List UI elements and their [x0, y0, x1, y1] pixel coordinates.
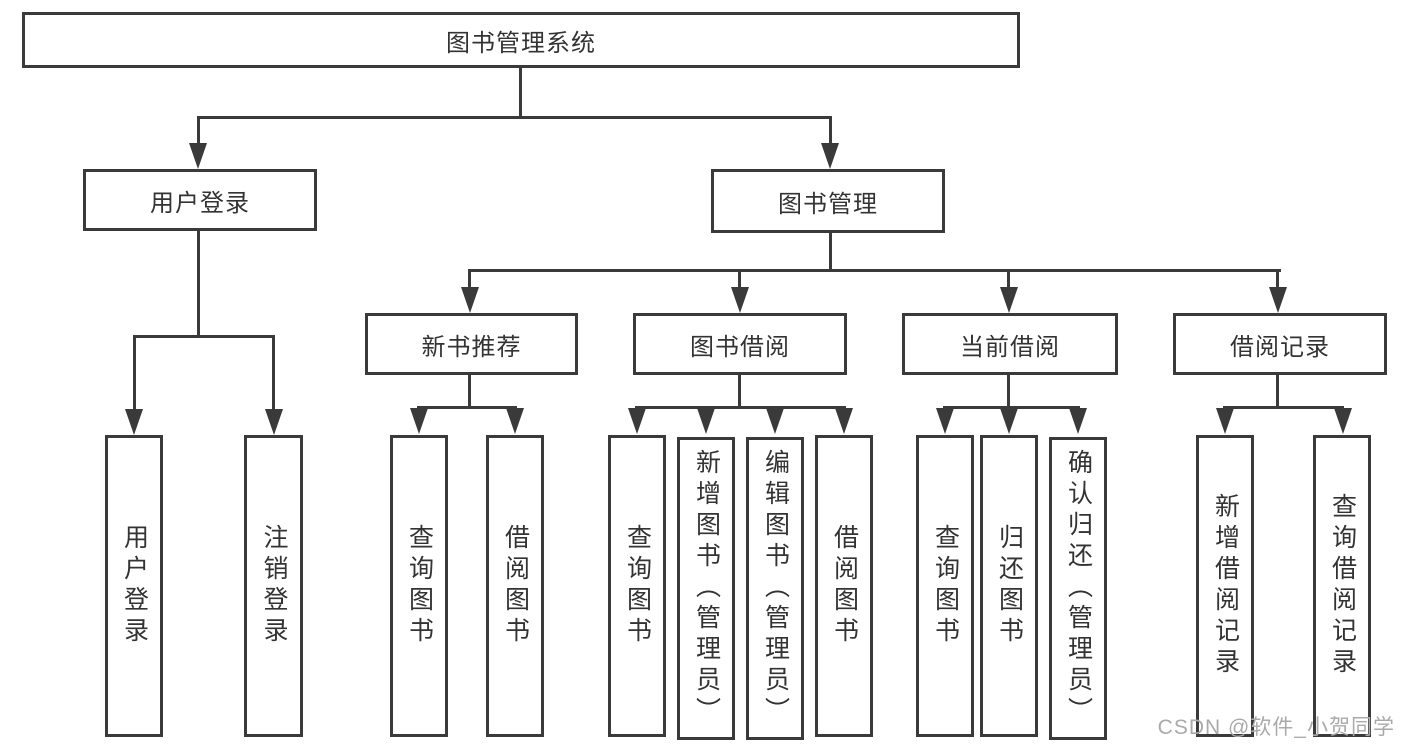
node-user-login: 用户登录 [83, 169, 317, 231]
node-new-book-recommendation: 新书推荐 [365, 313, 578, 375]
node-current-borrowing: 当前借阅 [902, 313, 1118, 375]
leaf-borrow-query-books: 查询图书 [608, 435, 666, 737]
arrowhead [1269, 287, 1287, 313]
leaf-borrow-edit-books-admin: 编辑图书（管理员） [746, 437, 804, 740]
arrowhead [936, 408, 954, 434]
connector [197, 231, 200, 338]
connector [829, 233, 832, 272]
node-system-root-label: 图书管理系统 [446, 29, 596, 57]
connector [635, 406, 846, 409]
leaf-records-query-record-label: 查询借阅记录 [1328, 493, 1357, 679]
arrowhead [1334, 408, 1352, 434]
node-book-management-label: 图书管理 [778, 190, 878, 218]
leaf-logout-label: 注销登录 [260, 524, 288, 648]
connector [133, 335, 136, 411]
arrowhead [835, 408, 853, 434]
connector [468, 375, 471, 409]
leaf-current-return-books: 归还图书 [980, 435, 1038, 737]
leaf-current-return-books-label: 归还图书 [995, 524, 1024, 648]
connector [738, 269, 741, 291]
connector [1276, 269, 1279, 291]
arrowhead [461, 287, 479, 313]
node-borrowing-records-label: 借阅记录 [1230, 333, 1330, 361]
connector [468, 269, 1281, 272]
connector [1007, 269, 1010, 291]
arrowhead [125, 409, 143, 435]
arrowhead [697, 408, 715, 434]
leaf-user-login: 用户登录 [105, 435, 163, 737]
leaf-user-login-label: 用户登录 [120, 524, 149, 648]
node-book-borrowing: 图书借阅 [633, 313, 847, 375]
leaf-records-add-record-label: 新增借阅记录 [1211, 493, 1240, 679]
node-book-management: 图书管理 [711, 169, 945, 233]
arrowhead [506, 408, 524, 434]
leaf-current-query-books: 查询图书 [916, 435, 974, 737]
connector [1276, 375, 1279, 409]
arrowhead [1000, 408, 1018, 434]
arrowhead [731, 287, 749, 313]
node-user-login-label: 用户登录 [150, 189, 250, 217]
arrowhead [1216, 408, 1234, 434]
leaf-borrow-edit-books-admin-label: 编辑图书（管理员） [761, 449, 790, 728]
leaf-newbook-borrow-books-label: 借阅图书 [501, 524, 530, 648]
arrowhead [1069, 408, 1087, 434]
leaf-borrow-borrow-books: 借阅图书 [815, 435, 873, 737]
leaf-borrow-add-books-admin-label: 新增图书（管理员） [692, 449, 721, 728]
leaf-borrow-query-books-label: 查询图书 [623, 524, 652, 648]
leaf-records-query-record: 查询借阅记录 [1313, 435, 1371, 737]
arrowhead [766, 408, 784, 434]
connector [197, 116, 200, 148]
connector [519, 68, 522, 119]
connector [197, 116, 832, 119]
watermark: CSDN @软件_小贺同学 [1157, 716, 1395, 739]
connector [417, 406, 517, 409]
arrowhead [821, 143, 839, 169]
connector [829, 116, 832, 148]
leaf-logout: 注销登录 [244, 435, 303, 737]
connector [1007, 375, 1010, 409]
leaf-current-confirm-return-admin: 确认归还（管理员） [1049, 437, 1107, 740]
leaf-borrow-add-books-admin: 新增图书（管理员） [677, 437, 735, 740]
node-current-borrowing-label: 当前借阅 [960, 333, 1060, 361]
arrowhead [265, 409, 283, 435]
leaf-records-add-record: 新增借阅记录 [1196, 435, 1254, 737]
node-system-root: 图书管理系统 [22, 12, 1020, 68]
node-book-borrowing-label: 图书借阅 [690, 333, 790, 361]
connector [1223, 406, 1344, 409]
connector [133, 335, 275, 338]
arrowhead [1000, 287, 1018, 313]
leaf-newbook-borrow-books: 借阅图书 [486, 435, 544, 737]
node-borrowing-records: 借阅记录 [1173, 313, 1387, 375]
leaf-current-confirm-return-admin-label: 确认归还（管理员） [1064, 449, 1093, 728]
connector [468, 269, 471, 291]
leaf-newbook-query-books: 查询图书 [390, 435, 448, 737]
connector [738, 375, 741, 409]
node-new-book-recommendation-label: 新书推荐 [421, 333, 522, 361]
arrowhead [410, 408, 428, 434]
leaf-borrow-borrow-books-label: 借阅图书 [830, 524, 859, 648]
arrowhead [628, 408, 646, 434]
connector [943, 406, 1080, 409]
leaf-current-query-books-label: 查询图书 [931, 524, 960, 648]
connector [272, 335, 275, 411]
arrowhead [189, 143, 207, 169]
leaf-newbook-query-books-label: 查询图书 [405, 524, 434, 648]
